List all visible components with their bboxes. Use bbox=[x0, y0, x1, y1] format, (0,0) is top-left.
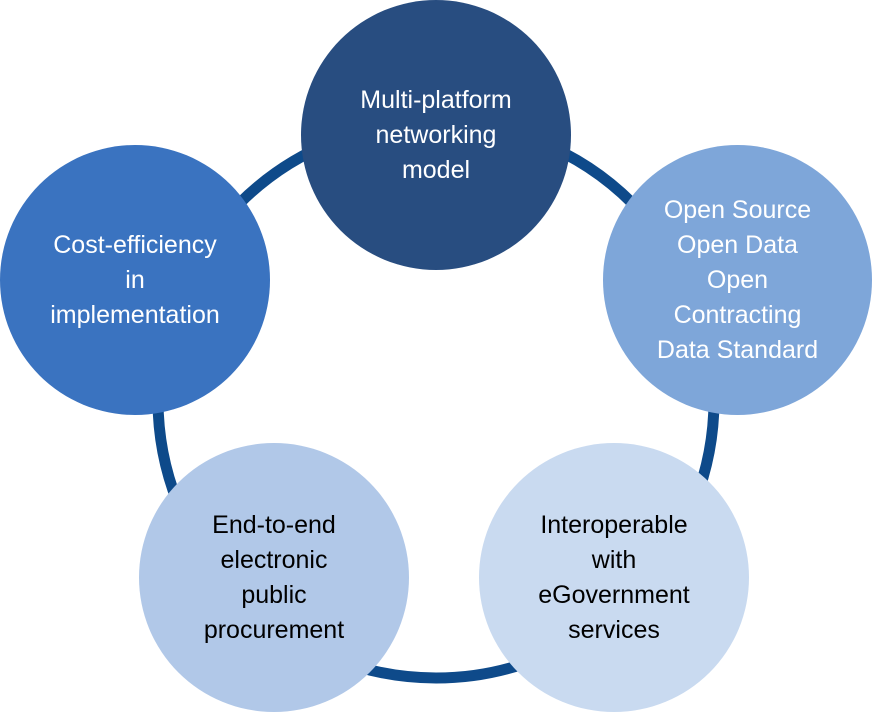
node-open-standards: Open Source Open Data Open Contracting D… bbox=[603, 145, 872, 415]
node-multi-platform-label: Multi-platform networking model bbox=[360, 85, 512, 184]
node-interoperable-label: Interoperable with eGovernment services bbox=[538, 510, 690, 644]
node-multi-platform: Multi-platform networking model bbox=[301, 0, 571, 270]
node-open-standards-label: Open Source Open Data Open Contracting D… bbox=[656, 195, 819, 364]
node-e-procurement-label: End-to-end electronic public procurement bbox=[203, 510, 345, 644]
node-interoperable: Interoperable with eGovernment services bbox=[479, 443, 749, 712]
node-cost-efficiency-label: Cost-efficiency in implementation bbox=[50, 230, 220, 329]
node-cost-efficiency: Cost-efficiency in implementation bbox=[0, 145, 270, 415]
node-e-procurement: End-to-end electronic public procurement bbox=[139, 443, 409, 712]
